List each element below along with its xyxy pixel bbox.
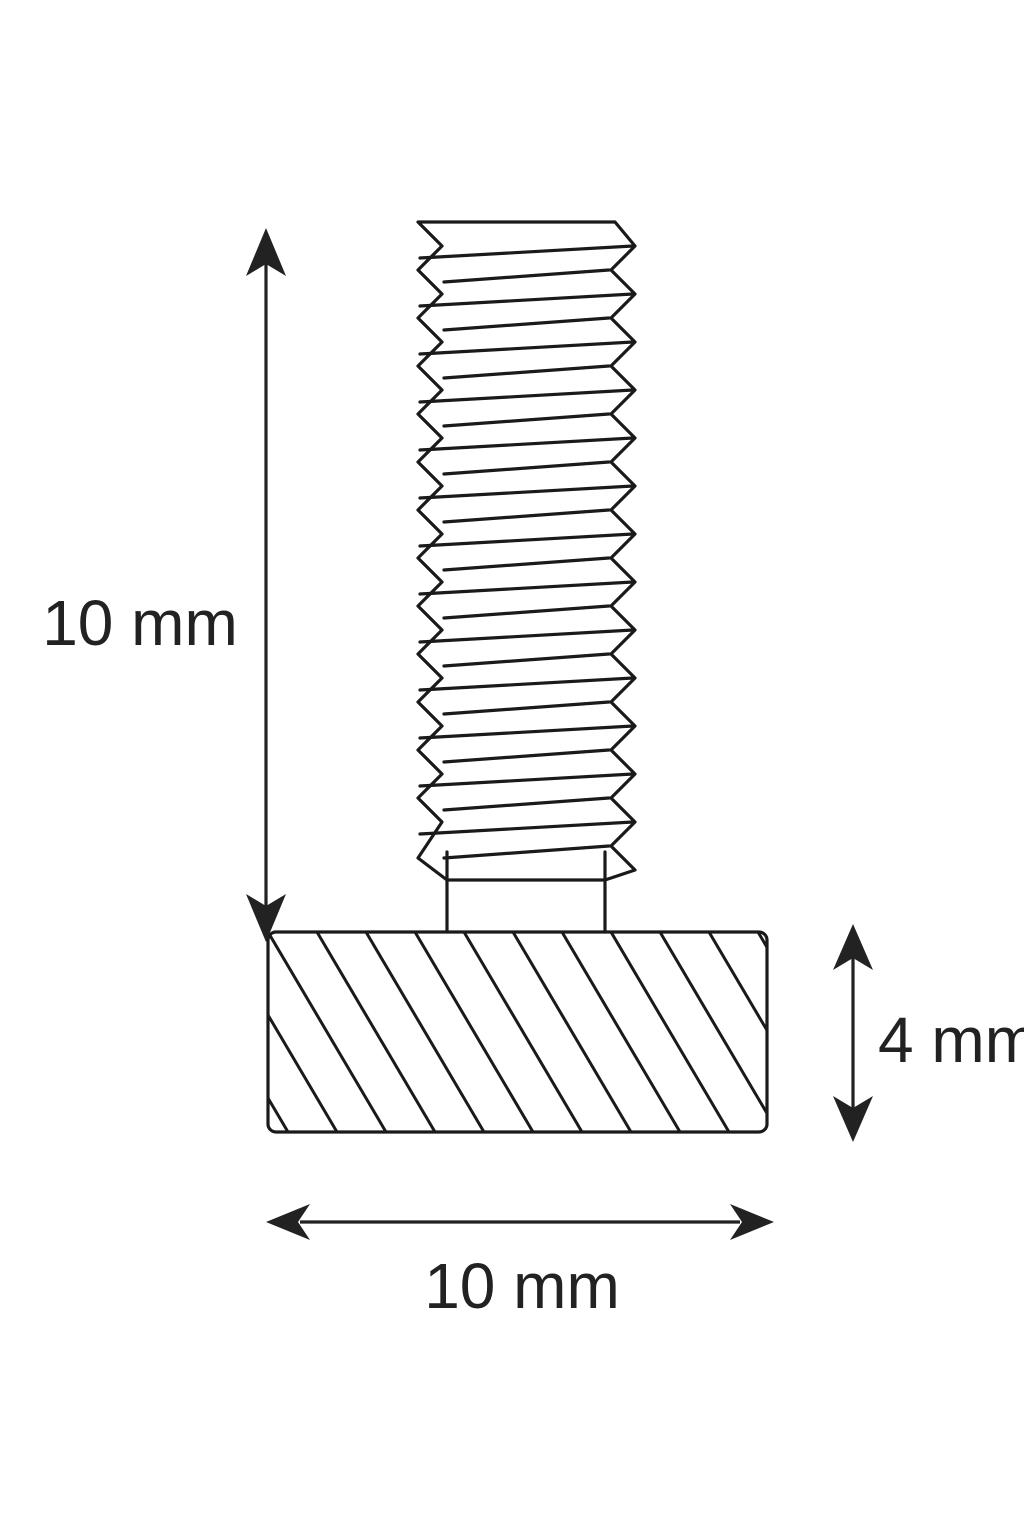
hatch-line — [707, 932, 767, 1132]
hatch-line — [511, 932, 633, 1132]
thread-root-line — [442, 268, 611, 284]
hatch-line — [560, 932, 682, 1132]
thread-crest-line — [418, 676, 635, 692]
thread-root-line — [442, 364, 611, 380]
thread-crest-line — [418, 820, 635, 836]
thread-lines — [418, 244, 635, 860]
base-height-dimension: 4 mm — [833, 924, 1024, 1142]
thread-root-line — [442, 508, 611, 524]
base-width-dimension: 10 mm — [266, 1204, 774, 1322]
height-label: 10 mm — [42, 587, 238, 659]
arrow-left-icon — [266, 1204, 310, 1240]
arrow-up-icon — [833, 924, 873, 970]
base-height-label: 4 mm — [878, 1004, 1024, 1076]
thread-root-line — [442, 652, 611, 668]
hatch-line — [609, 932, 731, 1132]
thread-root-line — [442, 844, 611, 860]
thread-crest-line — [418, 244, 635, 260]
thread-root-line — [442, 748, 611, 764]
hatch-line — [72, 932, 190, 1132]
hatch-line — [268, 932, 290, 1132]
hatch-line — [268, 932, 339, 1132]
hatch-line — [756, 932, 767, 1132]
arrow-up-icon — [246, 228, 286, 276]
thread-root-line — [442, 700, 611, 716]
arrow-down-icon — [246, 894, 286, 942]
thread-neck — [445, 850, 607, 934]
height-dimension: 10 mm — [42, 228, 286, 942]
thread-crest-line — [418, 388, 635, 404]
thread-crest-line — [418, 580, 635, 596]
thread-crest-line — [418, 532, 635, 548]
thread-shaft — [416, 220, 637, 882]
thread-root-line — [442, 556, 611, 572]
hatch-line — [364, 932, 486, 1132]
thread-crest-line — [418, 484, 635, 500]
hatch-line — [315, 932, 437, 1132]
thread-crest-line — [418, 340, 635, 356]
base-outline — [266, 930, 769, 1134]
thread-root-line — [442, 796, 611, 812]
hatch-line — [121, 932, 239, 1132]
base-width-label: 10 mm — [424, 1250, 620, 1322]
thread-crest-line — [418, 772, 635, 788]
thread-crest-line — [418, 628, 635, 644]
thread-root-line — [442, 316, 611, 332]
arrow-down-icon — [833, 1096, 873, 1142]
thread-root-line — [442, 604, 611, 620]
thread-root-line — [442, 412, 611, 428]
hatch-line — [268, 932, 388, 1132]
hatch-line — [413, 932, 535, 1132]
thread-crest-line — [418, 436, 635, 452]
base-block — [72, 930, 769, 1134]
thread-root-line — [442, 460, 611, 476]
hatch-line — [462, 932, 584, 1132]
thread-crest-line — [418, 724, 635, 740]
thread-crest-line — [418, 292, 635, 308]
arrow-right-icon — [730, 1204, 774, 1240]
hatch-line — [658, 932, 767, 1132]
